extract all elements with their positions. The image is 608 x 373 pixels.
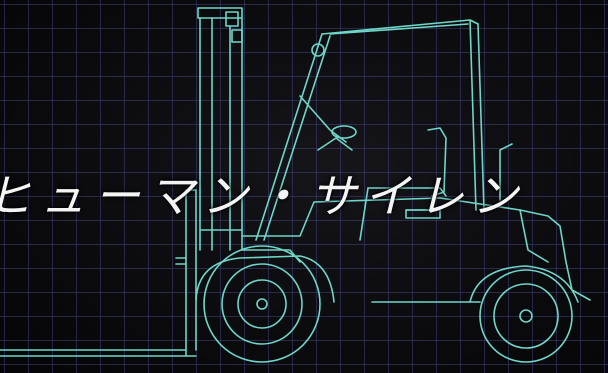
forklift-overhead-guard <box>255 19 485 241</box>
forklift-mast <box>197 7 243 251</box>
forklift-cab <box>299 95 447 241</box>
forklift-front-wheel <box>195 245 335 363</box>
forklift-rear-wheel <box>469 265 579 363</box>
forklift-forks <box>0 189 197 357</box>
title-text: ヒューマン・サイレン <box>0 169 526 223</box>
